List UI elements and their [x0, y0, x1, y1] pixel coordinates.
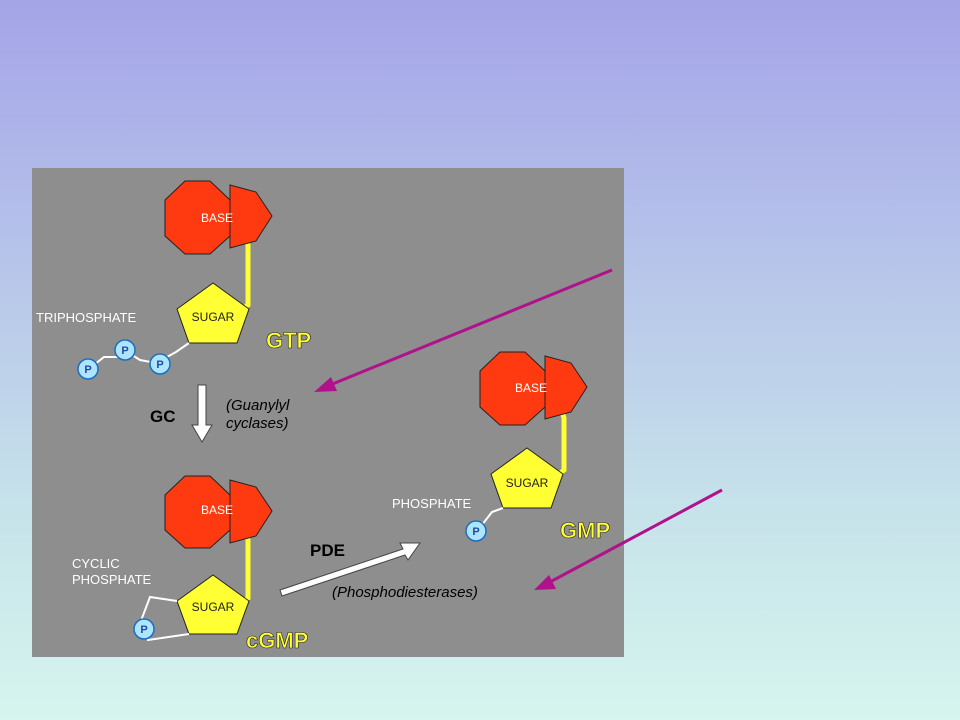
gtp-phosphate-3 — [149, 353, 171, 375]
gtp-phosphate-1 — [77, 358, 99, 380]
gc-conversion: GC (Guanylyl cyclases) — [150, 384, 290, 443]
pde-enzyme-label: PDE — [310, 541, 345, 560]
diagonal-arrow-icon — [279, 542, 421, 597]
pde-description: (Phosphodiesterases) — [332, 584, 478, 601]
down-arrow-icon — [191, 384, 213, 443]
gmp-p-label: P — [472, 526, 479, 538]
gmp-sugar-label: SUGAR — [506, 476, 549, 490]
gtp-base-label: BASE — [201, 211, 233, 225]
gmp-phosphate — [465, 520, 487, 542]
cgmp-cyclic-label: CYCLIC — [72, 556, 120, 571]
annotation-arrows — [314, 268, 723, 590]
cgmp-base-pentagon — [229, 479, 273, 544]
gtp-name-label: GTP — [266, 328, 311, 353]
cgmp-phosphate — [133, 618, 155, 640]
cgmp-molecule: BASE SUGAR P CYCLIC PHOSPHATE cGMP — [72, 475, 309, 653]
gmp-base-pentagon — [544, 355, 588, 420]
cgmp-name-label: cGMP — [246, 628, 308, 653]
annotation-arrow-2 — [549, 488, 723, 584]
gmp-molecule: BASE SUGAR P PHOSPHATE GMP — [392, 351, 610, 543]
pde-conversion: PDE (Phosphodiesterases) — [279, 541, 478, 601]
gc-description-line1: (Guanylyl — [226, 397, 290, 414]
gmp-sugar — [490, 447, 564, 509]
gc-enzyme-label: GC — [150, 407, 176, 426]
cgmp-phosphate-label: PHOSPHATE — [72, 572, 152, 587]
cgmp-p-label: P — [140, 624, 147, 636]
gmp-phosphate-label: PHOSPHATE — [392, 496, 472, 511]
cgmp-cyclic-ring — [140, 595, 190, 642]
gtp-base-pentagon — [229, 184, 273, 249]
gtp-p2-label: P — [121, 345, 128, 357]
gmp-base-label: BASE — [515, 381, 547, 395]
gtp-triphosphate-label: TRIPHOSPHATE — [36, 310, 136, 325]
gtp-sugar — [176, 282, 250, 344]
cgmp-sugar — [176, 574, 250, 635]
gmp-name-label: GMP — [560, 518, 610, 543]
annotation-arrow-1 — [329, 268, 613, 387]
gtp-sugar-label: SUGAR — [192, 310, 235, 324]
gtp-molecule: BASE SUGAR P P P TRIPHOSPHATE GTP — [36, 180, 312, 380]
gtp-phosphate-2 — [114, 339, 136, 361]
gtp-p1-label: P — [84, 364, 91, 376]
cgmp-base-label: BASE — [201, 503, 233, 517]
gc-description-line2: cyclases) — [226, 415, 289, 432]
annotation-arrowhead-1 — [314, 377, 337, 392]
cgmp-sugar-label: SUGAR — [192, 600, 235, 614]
gtp-p3-label: P — [156, 359, 163, 371]
annotation-arrowhead-2 — [534, 575, 556, 590]
